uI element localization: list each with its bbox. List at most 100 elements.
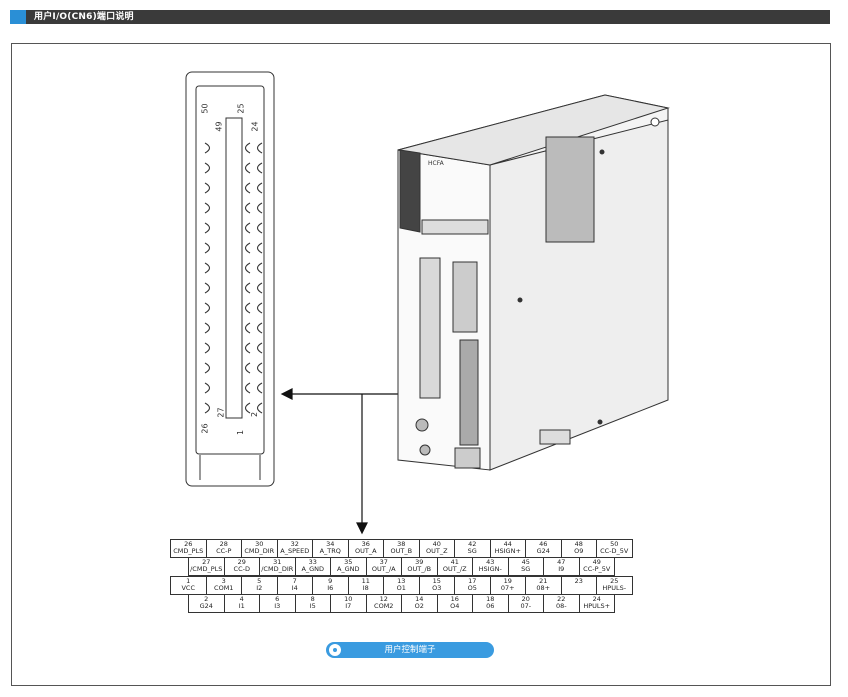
contact-mid — [244, 262, 251, 274]
pin-number: 50 — [610, 540, 619, 548]
pin-number: 37 — [379, 558, 388, 566]
contact-mid — [244, 322, 251, 334]
contact-left — [204, 282, 211, 294]
contact-mid — [244, 162, 251, 174]
pin-signal: I1 — [238, 602, 245, 610]
pin-signal: I2 — [256, 584, 263, 592]
pin-signal: O3 — [432, 584, 442, 592]
contact-mid — [244, 382, 251, 394]
pin-signal: 08+ — [536, 584, 551, 592]
pin-label-50: 50 — [200, 103, 210, 114]
pin-number: 17 — [468, 577, 477, 585]
pin-signal: COM2 — [374, 602, 394, 610]
contact-left — [204, 142, 211, 154]
contact-mid — [244, 142, 251, 154]
contact-right — [256, 402, 263, 414]
pin-signal: CMD_PLS — [173, 547, 204, 555]
pin-signal: VCC — [181, 584, 196, 592]
contact-right — [256, 222, 263, 234]
contact-left — [204, 162, 211, 174]
header-accent — [10, 10, 26, 24]
pin-signal: A_GND — [336, 565, 360, 573]
pin-number: 29 — [237, 558, 246, 566]
bullet-icon — [329, 644, 341, 656]
pin-signal: OUT_/Z — [442, 565, 467, 573]
pin-number: 28 — [219, 540, 228, 548]
pin-label-1: 1 — [236, 429, 246, 436]
contact-right — [256, 142, 263, 154]
header-title: 用户I/O(CN6)端口说明 — [34, 12, 134, 22]
pin-number: 16 — [450, 595, 459, 603]
pin-signal: HPULS+ — [583, 602, 611, 610]
contact-left — [204, 202, 211, 214]
pin-number: 33 — [308, 558, 317, 566]
contact-left — [204, 302, 211, 314]
pin-signal: 07+ — [500, 584, 515, 592]
contact-left — [204, 222, 211, 234]
contact-right — [256, 342, 263, 354]
pin-label-24: 24 — [250, 121, 260, 132]
pin-signal: A_GND — [301, 565, 325, 573]
figure-frame — [11, 43, 831, 686]
pin-number: 44 — [503, 540, 512, 548]
pin-number: 22 — [557, 595, 566, 603]
contact-right — [256, 302, 263, 314]
contact-right — [256, 242, 263, 254]
pin-signal: HPULS- — [602, 584, 627, 592]
pin-number: 30 — [255, 540, 264, 548]
contact-left — [204, 362, 211, 374]
pin-signal: I5 — [309, 602, 316, 610]
contact-right — [256, 382, 263, 394]
servo-drive — [397, 94, 670, 471]
pin-number: 41 — [450, 558, 459, 566]
pin-number: 11 — [361, 577, 370, 585]
pin-number: 23 — [574, 577, 583, 585]
pin-signal: A_SPEED — [280, 547, 310, 555]
pin-signal: OUT_A — [354, 547, 377, 555]
pin-label-2: 2 — [250, 411, 260, 418]
drive-brand: HCFA — [428, 160, 445, 167]
pin-number: 40 — [432, 540, 441, 548]
pin-number: 10 — [344, 595, 353, 603]
pin-number: 31 — [273, 558, 282, 566]
contact-left — [204, 402, 211, 414]
contact-mid — [244, 402, 251, 414]
pin-signal: O4 — [450, 602, 460, 610]
pin-signal: 06 — [486, 602, 495, 610]
pin-signal: G24 — [199, 602, 213, 610]
pin-signal: HSIGN+ — [494, 547, 521, 555]
pin-signal: G24 — [536, 547, 550, 555]
pin-signal: /CMD_PLS — [190, 565, 223, 573]
pin-signal: I9 — [558, 565, 565, 573]
